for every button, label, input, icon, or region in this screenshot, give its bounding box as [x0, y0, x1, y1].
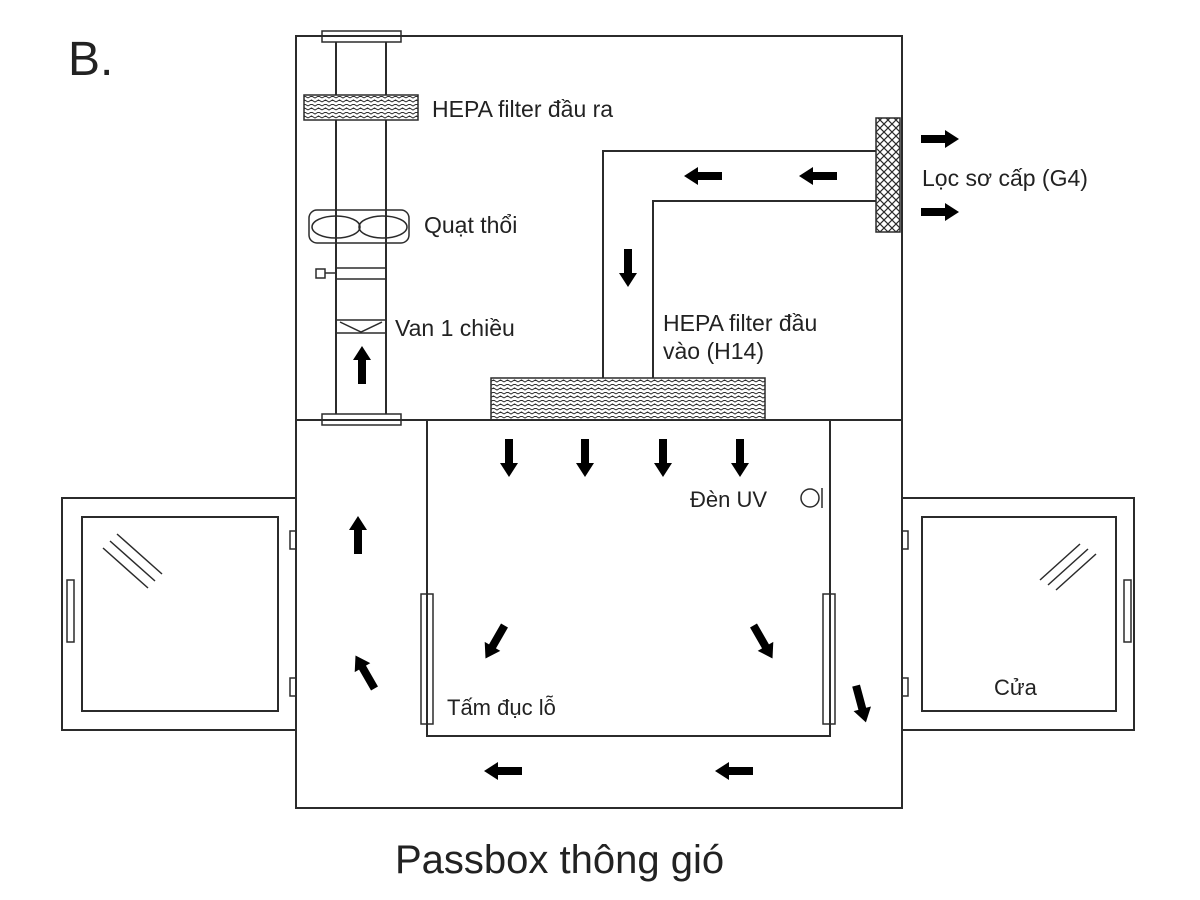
- airflow-arrow-duct-down: [619, 249, 637, 287]
- label-hepa-inlet-line2: vào (H14): [663, 338, 764, 364]
- hepa-outlet-filter: [303, 94, 419, 121]
- label-pre-filter: Lọc sơ cấp (G4): [922, 165, 1088, 191]
- perforated-plate-right: [822, 593, 836, 725]
- left-door[interactable]: [61, 497, 297, 731]
- label-blower-fan: Quạt thổi: [424, 212, 517, 238]
- airflow-arrow-in-2: [921, 203, 959, 221]
- airflow-arrow-down-2: [576, 439, 594, 477]
- airflow-arrow-bottom-2: [484, 762, 522, 780]
- label-perforated-plate: Tấm đục lỗ: [447, 695, 556, 720]
- one-way-valve-icon: [336, 319, 386, 334]
- airflow-arrow-bottom-1: [715, 762, 753, 780]
- airflow-arrow-curve-right: [745, 621, 781, 663]
- diagram-title: Passbox thông gió: [395, 838, 724, 882]
- panel-letter: B.: [68, 33, 113, 86]
- right-door[interactable]: [901, 497, 1135, 731]
- perforated-plate-left: [420, 593, 434, 725]
- label-hepa-inlet-line1: HEPA filter đầu: [663, 310, 817, 336]
- label-hepa-outlet: HEPA filter đầu ra: [432, 96, 613, 122]
- airflow-arrow-curve-left: [477, 621, 513, 663]
- airflow-arrow-down-1: [500, 439, 518, 477]
- airflow-arrow-duct-1: [799, 167, 837, 185]
- airflow-arrow-down-3: [654, 439, 672, 477]
- label-uv-lamp: Đèn UV: [690, 487, 767, 512]
- cabinet-outline: [295, 35, 903, 809]
- airflow-arrow-left-curve: [347, 651, 383, 693]
- label-one-way-valve: Van 1 chiều: [395, 315, 515, 341]
- airflow-arrow-in-1: [921, 130, 959, 148]
- hepa-inlet-filter: [490, 377, 766, 421]
- inner-chamber: [426, 419, 831, 737]
- label-door: Cửa: [994, 675, 1038, 700]
- airflow-arrow-duct-2: [684, 167, 722, 185]
- uv-lamp-icon: [800, 488, 823, 508]
- blower-fan-icon: [308, 209, 410, 244]
- airflow-arrow-left-up: [349, 516, 367, 554]
- pre-filter-g4: [875, 117, 901, 233]
- airflow-arrow-down-4: [731, 439, 749, 477]
- damper-icon: [315, 267, 386, 280]
- airflow-arrow-right-down: [847, 683, 875, 725]
- supply-duct: [602, 150, 876, 378]
- airflow-arrow-exhaust-up: [353, 346, 371, 384]
